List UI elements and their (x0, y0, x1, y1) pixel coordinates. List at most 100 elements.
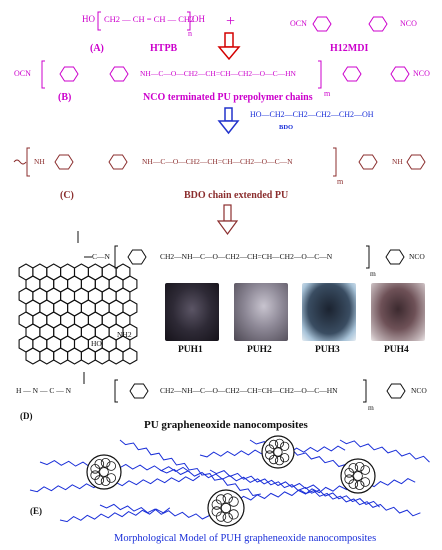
graphene-oxide-sheet (18, 263, 138, 365)
graphene-ring (90, 470, 100, 481)
graphene-ring (100, 457, 111, 468)
e-caption: Morphological Model of PUH grapheneoxide… (114, 533, 377, 544)
prepolymer-urethane: NH—C—O—CH2—CH=CH—CH2—O—C—HN (140, 69, 296, 78)
puh3-image (302, 283, 356, 341)
arrow-c-d (216, 204, 239, 236)
tag-a: (A) (90, 43, 104, 54)
d-top-urethane: CH2—NH—C—O—CH2—CH=CH—CH2—O—C—N (160, 252, 333, 261)
graphene-ring (220, 502, 232, 514)
tag-c: (C) (60, 190, 74, 201)
go-ho: HO (91, 339, 102, 348)
d-bottom-urethane: CH2—NH—C—O—CH2—CH=CH—CH2—O—C—HN (160, 386, 338, 395)
htpb-ho: HO (82, 14, 95, 24)
arrow-a-b (217, 32, 241, 61)
graphene-hexagon (122, 347, 138, 365)
puh3-label: PUH3 (315, 345, 340, 355)
puh2-image (234, 283, 288, 341)
polymer-chain (209, 469, 380, 508)
graphene-ring (215, 494, 227, 505)
graphene-ring (106, 461, 116, 471)
graphene-ring (354, 480, 365, 491)
graphene-sphere (340, 458, 376, 494)
graphene-hexagon (67, 347, 82, 365)
graphene-ring (228, 509, 239, 520)
graphene-ring (280, 441, 290, 451)
polymer-chain (159, 468, 321, 491)
htpb-label: HTPB (150, 43, 178, 54)
prepolymer-oc: OCN (14, 69, 31, 78)
h12mdi-nco: NCO (400, 19, 417, 28)
c-caption: BDO chain extended PU (184, 190, 289, 201)
graphene-ring (211, 506, 222, 517)
puh2-label: PUH2 (247, 345, 272, 355)
tag-d: (D) (20, 411, 33, 421)
graphene-ring (106, 473, 116, 483)
bdo-formula: HO—CH2—CH2—CH2—CH2—OH (250, 110, 374, 119)
graphene-ring (273, 447, 283, 457)
graphene-sphere (261, 435, 295, 469)
prepolymer-caption: NCO terminated PU prepolymer chains (143, 92, 313, 103)
morphology-model (29, 435, 430, 527)
d-top-nco: NCO (409, 252, 425, 261)
graphene-ring (274, 456, 285, 466)
graphene-ring (222, 512, 233, 523)
graphene-ring (99, 467, 109, 477)
prepolymer-m: m (324, 89, 331, 98)
puh4-image (371, 283, 425, 341)
bdo-label: BDO (279, 124, 294, 131)
graphene-ring (222, 493, 233, 504)
d-top-cn: C—N (92, 252, 110, 261)
htpb-oh: OH (192, 14, 205, 24)
graphene-ring (354, 461, 365, 472)
tag-e: (E) (30, 506, 42, 516)
tag-b: (B) (58, 92, 72, 103)
arrow-b-c (217, 107, 240, 135)
polymer-chain (99, 503, 231, 523)
graphene-ring (274, 438, 285, 448)
polymer-chain (119, 439, 261, 497)
graphene-hexagon (25, 347, 41, 365)
graphene-ring (265, 450, 275, 460)
d-top-m: m (370, 269, 376, 278)
graphene-ring (344, 474, 355, 485)
graphene-ring (268, 439, 279, 449)
h12mdi-rings (312, 16, 388, 32)
h12mdi-label: H12MDI (330, 43, 369, 54)
d-chains (77, 231, 406, 403)
d-bottom-m: m (368, 403, 374, 412)
htpb-brackets (97, 11, 191, 31)
extended-pu-chain (13, 147, 426, 177)
graphene-hexagon (80, 347, 96, 365)
graphene-ring (100, 476, 111, 487)
polymer-chain (299, 489, 421, 517)
puh1-label: PUH1 (178, 345, 203, 355)
d-bottom-nco: NCO (411, 386, 427, 395)
graphene-sphere (207, 489, 245, 527)
graphene-ring (348, 463, 359, 473)
graphene-sphere (86, 454, 122, 490)
graphene-hexagon (94, 347, 110, 365)
graphene-hexagon (53, 347, 69, 365)
c-left-nh: NH (34, 157, 45, 166)
d-bottom-h: H — N — C — N (16, 386, 72, 395)
plus-sign: + (226, 13, 236, 30)
prepolymer-nco: NCO (413, 69, 430, 78)
c-urethane: NH—C—O—CH2—CH=CH—CH2—O—C—N (142, 157, 293, 166)
graphene-ring (228, 496, 239, 507)
htpb-n: n (188, 29, 192, 38)
graphene-ring (360, 465, 371, 475)
c-m: m (337, 177, 344, 186)
d-caption: PU grapheneoxide nanocomposites (144, 419, 308, 431)
graphene-hexagon (108, 347, 124, 365)
polymer-chain (229, 478, 416, 502)
htpb-chain: CH2 — CH = CH — CH2 (104, 14, 195, 24)
polymer-chain (339, 439, 430, 463)
graphene-hexagon (39, 347, 55, 365)
graphene-ring (353, 471, 363, 481)
h12mdi-ocn: OCN (290, 19, 307, 28)
c-right-nh: NH (392, 157, 403, 166)
prepolymer-chain (41, 60, 410, 89)
puh4-label: PUH4 (384, 345, 409, 355)
